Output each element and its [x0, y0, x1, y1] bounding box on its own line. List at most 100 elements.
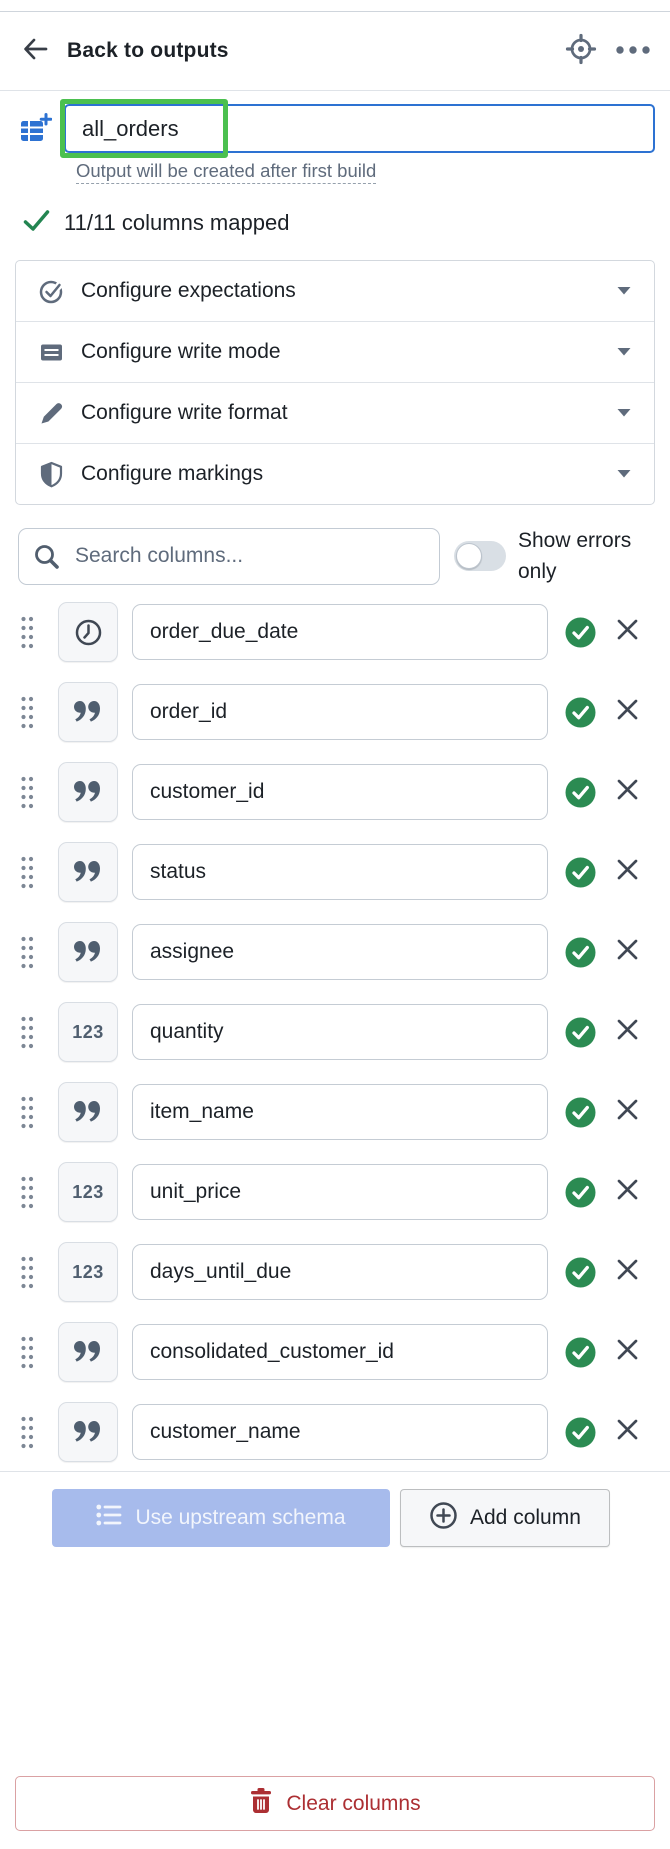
close-x-icon	[614, 616, 641, 648]
close-x-icon	[614, 1256, 641, 1288]
drag-handle[interactable]	[18, 1175, 35, 1209]
column-row: 123	[18, 922, 670, 982]
use-upstream-schema-label: Use upstream schema	[135, 1506, 346, 1529]
close-x-icon	[614, 1176, 641, 1208]
drag-handle[interactable]	[18, 695, 35, 729]
drag-handle[interactable]	[18, 1255, 35, 1289]
column-row: 123	[18, 842, 670, 902]
remove-column-button[interactable]	[612, 1097, 642, 1127]
back-arrow-icon	[21, 35, 49, 68]
column-name-input[interactable]	[132, 604, 548, 660]
column-row: 123	[18, 762, 670, 822]
column-type-button[interactable]: 123	[58, 762, 118, 822]
search-columns-input[interactable]	[18, 527, 440, 585]
drag-handle[interactable]	[18, 855, 35, 889]
column-type-button[interactable]: 123	[58, 1002, 118, 1062]
drag-handle[interactable]	[18, 1015, 35, 1049]
column-type-button[interactable]: 123	[58, 1082, 118, 1142]
column-valid-badge	[565, 1337, 596, 1368]
show-errors-label: Show errors only	[518, 529, 632, 583]
target-icon	[565, 33, 597, 70]
close-x-icon	[614, 1416, 641, 1448]
drag-handle[interactable]	[18, 1095, 35, 1129]
back-button[interactable]	[20, 36, 50, 66]
number-123-icon: 123	[72, 1181, 104, 1202]
drag-handle[interactable]	[18, 1335, 35, 1369]
drag-handle[interactable]	[18, 615, 35, 649]
more-options-button[interactable]	[616, 34, 652, 68]
column-type-button[interactable]: 123	[58, 1242, 118, 1302]
column-name-input[interactable]	[132, 1004, 548, 1060]
column-name-input[interactable]	[132, 1164, 548, 1220]
column-name-input[interactable]	[132, 844, 548, 900]
plus-circle-icon	[429, 1501, 458, 1536]
remove-column-button[interactable]	[612, 937, 642, 967]
section-configure-expectations[interactable]: Configure expectations	[16, 261, 654, 322]
remove-column-button[interactable]	[612, 1017, 642, 1047]
close-x-icon	[614, 936, 641, 968]
column-valid-badge	[565, 1257, 596, 1288]
section-label: Configure write format	[81, 401, 288, 424]
remove-column-button[interactable]	[612, 1337, 642, 1367]
column-valid-badge	[565, 697, 596, 728]
remove-column-button[interactable]	[612, 1417, 642, 1447]
column-type-button[interactable]: 123	[58, 1322, 118, 1382]
column-row: 123	[18, 1082, 670, 1142]
column-name-input[interactable]	[132, 1084, 548, 1140]
quote-icon	[74, 1101, 102, 1123]
chevron-down-icon	[616, 408, 632, 418]
drag-handle[interactable]	[18, 775, 35, 809]
use-upstream-schema-button[interactable]: Use upstream schema	[52, 1489, 390, 1547]
column-type-button[interactable]: 123	[58, 602, 118, 662]
locate-target-button[interactable]	[564, 33, 598, 70]
remove-column-button[interactable]	[612, 857, 642, 887]
columns-list: 123	[0, 602, 670, 1462]
column-type-button[interactable]: 123	[58, 1162, 118, 1222]
chevron-down-icon	[616, 286, 632, 296]
column-row: 123	[18, 1322, 670, 1382]
column-valid-badge	[565, 937, 596, 968]
column-type-button[interactable]: 123	[58, 842, 118, 902]
section-configure-markings[interactable]: Configure markings	[16, 444, 654, 504]
section-configure-write-mode[interactable]: Configure write mode	[16, 322, 654, 383]
column-valid-badge	[565, 1017, 596, 1048]
circle-check-icon	[38, 278, 65, 305]
column-type-button[interactable]: 123	[58, 682, 118, 742]
check-icon	[22, 206, 51, 240]
remove-column-button[interactable]	[612, 777, 642, 807]
column-name-input[interactable]	[132, 1324, 548, 1380]
drag-handle[interactable]	[18, 935, 35, 969]
remove-column-button[interactable]	[612, 1257, 642, 1287]
section-configure-write-format[interactable]: Configure write format	[16, 383, 654, 444]
output-hint-text[interactable]: Output will be created after first build	[76, 160, 377, 184]
close-x-icon	[614, 696, 641, 728]
column-valid-badge	[565, 1417, 596, 1448]
page-title: Back to outputs	[67, 39, 229, 62]
add-column-label: Add column	[470, 1506, 581, 1529]
schema-actions: Use upstream schema Add column	[0, 1471, 670, 1547]
add-column-button[interactable]: Add column	[400, 1489, 610, 1547]
column-name-input[interactable]	[132, 764, 548, 820]
column-name-input[interactable]	[132, 1404, 548, 1460]
column-type-button[interactable]: 123	[58, 1402, 118, 1462]
column-row: 123	[18, 1402, 670, 1462]
column-name-input[interactable]	[132, 1244, 548, 1300]
show-errors-toggle[interactable]	[454, 541, 506, 571]
close-x-icon	[614, 1096, 641, 1128]
clear-columns-button[interactable]: Clear columns	[15, 1776, 655, 1831]
remove-column-button[interactable]	[612, 1177, 642, 1207]
drag-handle[interactable]	[18, 1415, 35, 1449]
remove-column-button[interactable]	[612, 617, 642, 647]
output-name-input[interactable]	[64, 104, 655, 153]
clock-icon	[73, 617, 104, 648]
column-name-input[interactable]	[132, 924, 548, 980]
close-x-icon	[614, 856, 641, 888]
close-x-icon	[614, 776, 641, 808]
column-name-input[interactable]	[132, 684, 548, 740]
column-type-button[interactable]: 123	[58, 922, 118, 982]
shield-icon	[38, 461, 65, 488]
number-123-icon: 123	[72, 1021, 104, 1042]
section-label: Configure expectations	[81, 279, 296, 302]
remove-column-button[interactable]	[612, 697, 642, 727]
top-divider	[0, 11, 670, 12]
